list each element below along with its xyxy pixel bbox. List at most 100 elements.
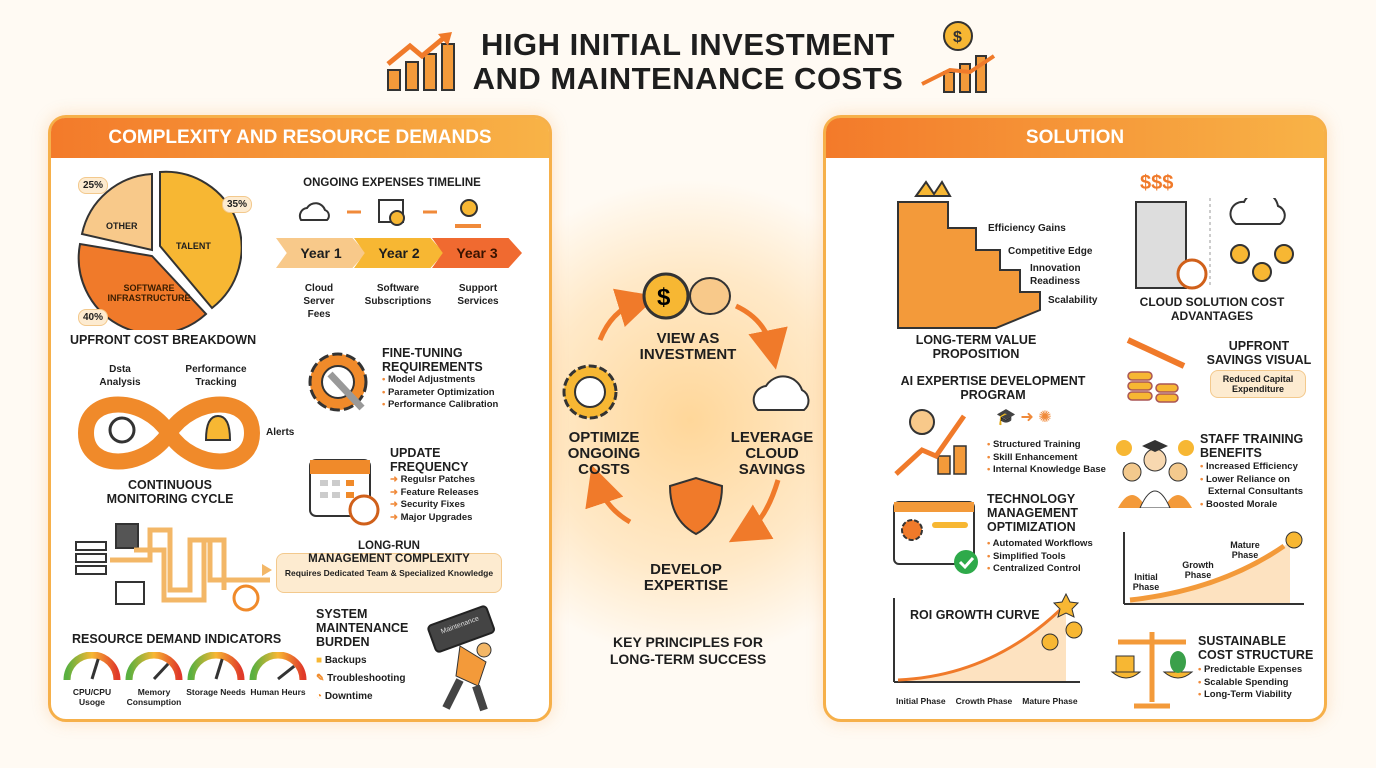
clock-icon: ◔ (316, 691, 323, 702)
coins-down-arrow-icon (1126, 337, 1186, 403)
list-item: Security Fixes (390, 499, 479, 512)
timeline-title: ONGOING EXPENSES TIMELINE (303, 177, 481, 189)
savings-box: Reduced Capital Expenditure (1210, 370, 1306, 398)
list-item: Boosted Morale (1200, 499, 1324, 512)
value-step-efficiency: Efficiency Gains (988, 223, 1066, 234)
cycle-arrow (597, 288, 658, 341)
timeline-desc-1: Cloud Server Fees (303, 283, 335, 320)
dollar-chart-icon-right: $ (920, 20, 1000, 101)
leaf-icon (1170, 651, 1186, 673)
coins-icon (1230, 244, 1294, 282)
phase-label-initial: Initial Phase (1132, 572, 1160, 592)
wrench-icon: ✎ (316, 673, 325, 684)
pie-slice-software (77, 242, 208, 330)
maintenance-item-troubleshooting: ✎ Troubleshooting (316, 673, 406, 684)
pie-title: UPFRONT COST BREAKDOWN (70, 333, 257, 347)
dollar-coin-icon (642, 272, 690, 320)
gauge-dial-icon (125, 651, 183, 681)
monitor-label-alerts: Alerts (266, 427, 295, 438)
upfront-cost-pie (77, 170, 242, 330)
dollar-coin-icon (1041, 633, 1059, 651)
pie-label-software: SOFTWARE INFRASTRUCTURE (107, 283, 191, 303)
crown-icon (914, 180, 952, 197)
gauge-label: Human Heurs (250, 687, 306, 697)
graduate-to-network-icon: 🎓 ➜ ✺ (996, 409, 1052, 426)
list-item: Simplified Tools (987, 551, 1093, 564)
timeline-year-1: Year 1 (276, 238, 366, 268)
code-window-icon (115, 581, 145, 605)
check-icon (954, 550, 978, 574)
monitor-label-data: Dsta Analysis (99, 364, 141, 388)
list-item: Skill Enhancement (987, 452, 1106, 465)
gauge: Memory Consumption (124, 651, 184, 707)
dollar-signs: $$$ (1140, 172, 1174, 194)
list-item: Scalable Spending (1198, 677, 1302, 690)
list-item: Performance Calibration (382, 399, 512, 412)
gauge-label: Memory Consumption (126, 687, 182, 707)
maintenance-item-downtime: ◔ Downtime (316, 691, 373, 702)
cloud-icon (1229, 198, 1286, 225)
gauge-needle (214, 658, 224, 680)
roi-title: ROI GROWTH CURVE (910, 608, 1040, 622)
timeline-desc-3: Support Services (457, 283, 499, 307)
principle-view-as-investment: VIEW AS INVESTMENT (639, 330, 737, 363)
roi-label-growth: Crowth Phase (955, 696, 1013, 706)
list-item: Centralized Control (987, 563, 1093, 576)
cycle-arrow (585, 465, 632, 525)
magnifier-icon (108, 416, 136, 444)
pie-slice-talent (159, 170, 242, 310)
roi-label-mature: Mature Phase (1022, 696, 1078, 706)
ai-list: Structured Training Skill Enhancement In… (987, 439, 1106, 477)
gauge: Human Heurs (248, 651, 308, 697)
shield-icon (668, 476, 724, 536)
right-panel-header: SOLUTION (826, 118, 1324, 158)
principle-develop-expertise: DEVELOP EXPERTISE (643, 561, 729, 594)
staff-list: Increased Efficiency Lower Reliance on E… (1200, 461, 1324, 511)
star-icon (1052, 592, 1080, 618)
longrun-callout (276, 553, 502, 593)
principle-optimize-ongoing-costs: OPTIMIZE ONGOING COSTS (567, 429, 641, 478)
gauge-needle (152, 662, 170, 681)
list-item: Regulsr Patches (390, 474, 479, 487)
pie-slice-other (80, 172, 153, 252)
principles-caption: KEY PRINCIPLES FOR LONG-TERM SUCCESS (609, 634, 767, 667)
brain-icon (909, 409, 935, 435)
list-item: Increased Efficiency (1200, 461, 1324, 474)
bell-icon (204, 414, 232, 441)
pie-label-talent: TALENT (176, 241, 211, 251)
indicators-title: RESOURCE DEMAND INDICATORS (72, 632, 282, 646)
gauge-label: CPU/CPU Usoge (72, 687, 112, 707)
phase-label-growth: Growth Phase (1182, 560, 1214, 580)
document-icon (115, 523, 139, 549)
dollar-coin-icon (1285, 531, 1303, 549)
timeline-icons (298, 199, 481, 228)
list-item: Lower Reliance on External Consultants (1200, 474, 1324, 499)
calendar-clock-icon (309, 459, 380, 526)
roi-growth-chart (893, 592, 1083, 683)
pie-label-other: OTHER (106, 221, 138, 231)
list-item: Parameter Optimization (382, 387, 512, 400)
tech-dashboard-icon (893, 501, 978, 574)
support-headset-icon (460, 199, 478, 217)
cloud-title: CLOUD SOLUTION COST ADVANTAGES (1139, 295, 1285, 323)
value-step-competitive: Competitive Edge (1008, 246, 1093, 257)
server-vs-cloud-illustration (1135, 198, 1294, 290)
server-icon (75, 541, 107, 551)
cycle-arrow (728, 479, 781, 543)
cloud-icon (752, 375, 810, 411)
gauge-needle (90, 658, 100, 680)
gauge: Storage Needs (186, 651, 246, 697)
pie-pct-other: 25% (78, 177, 109, 194)
cloud-icon (298, 202, 330, 221)
finetuning-gear-wrench-icon (308, 352, 368, 412)
phase-label-mature: Mature Phase (1230, 540, 1260, 560)
list-item: Major Upgrades (390, 512, 479, 525)
gauge-dial-icon (63, 651, 121, 681)
